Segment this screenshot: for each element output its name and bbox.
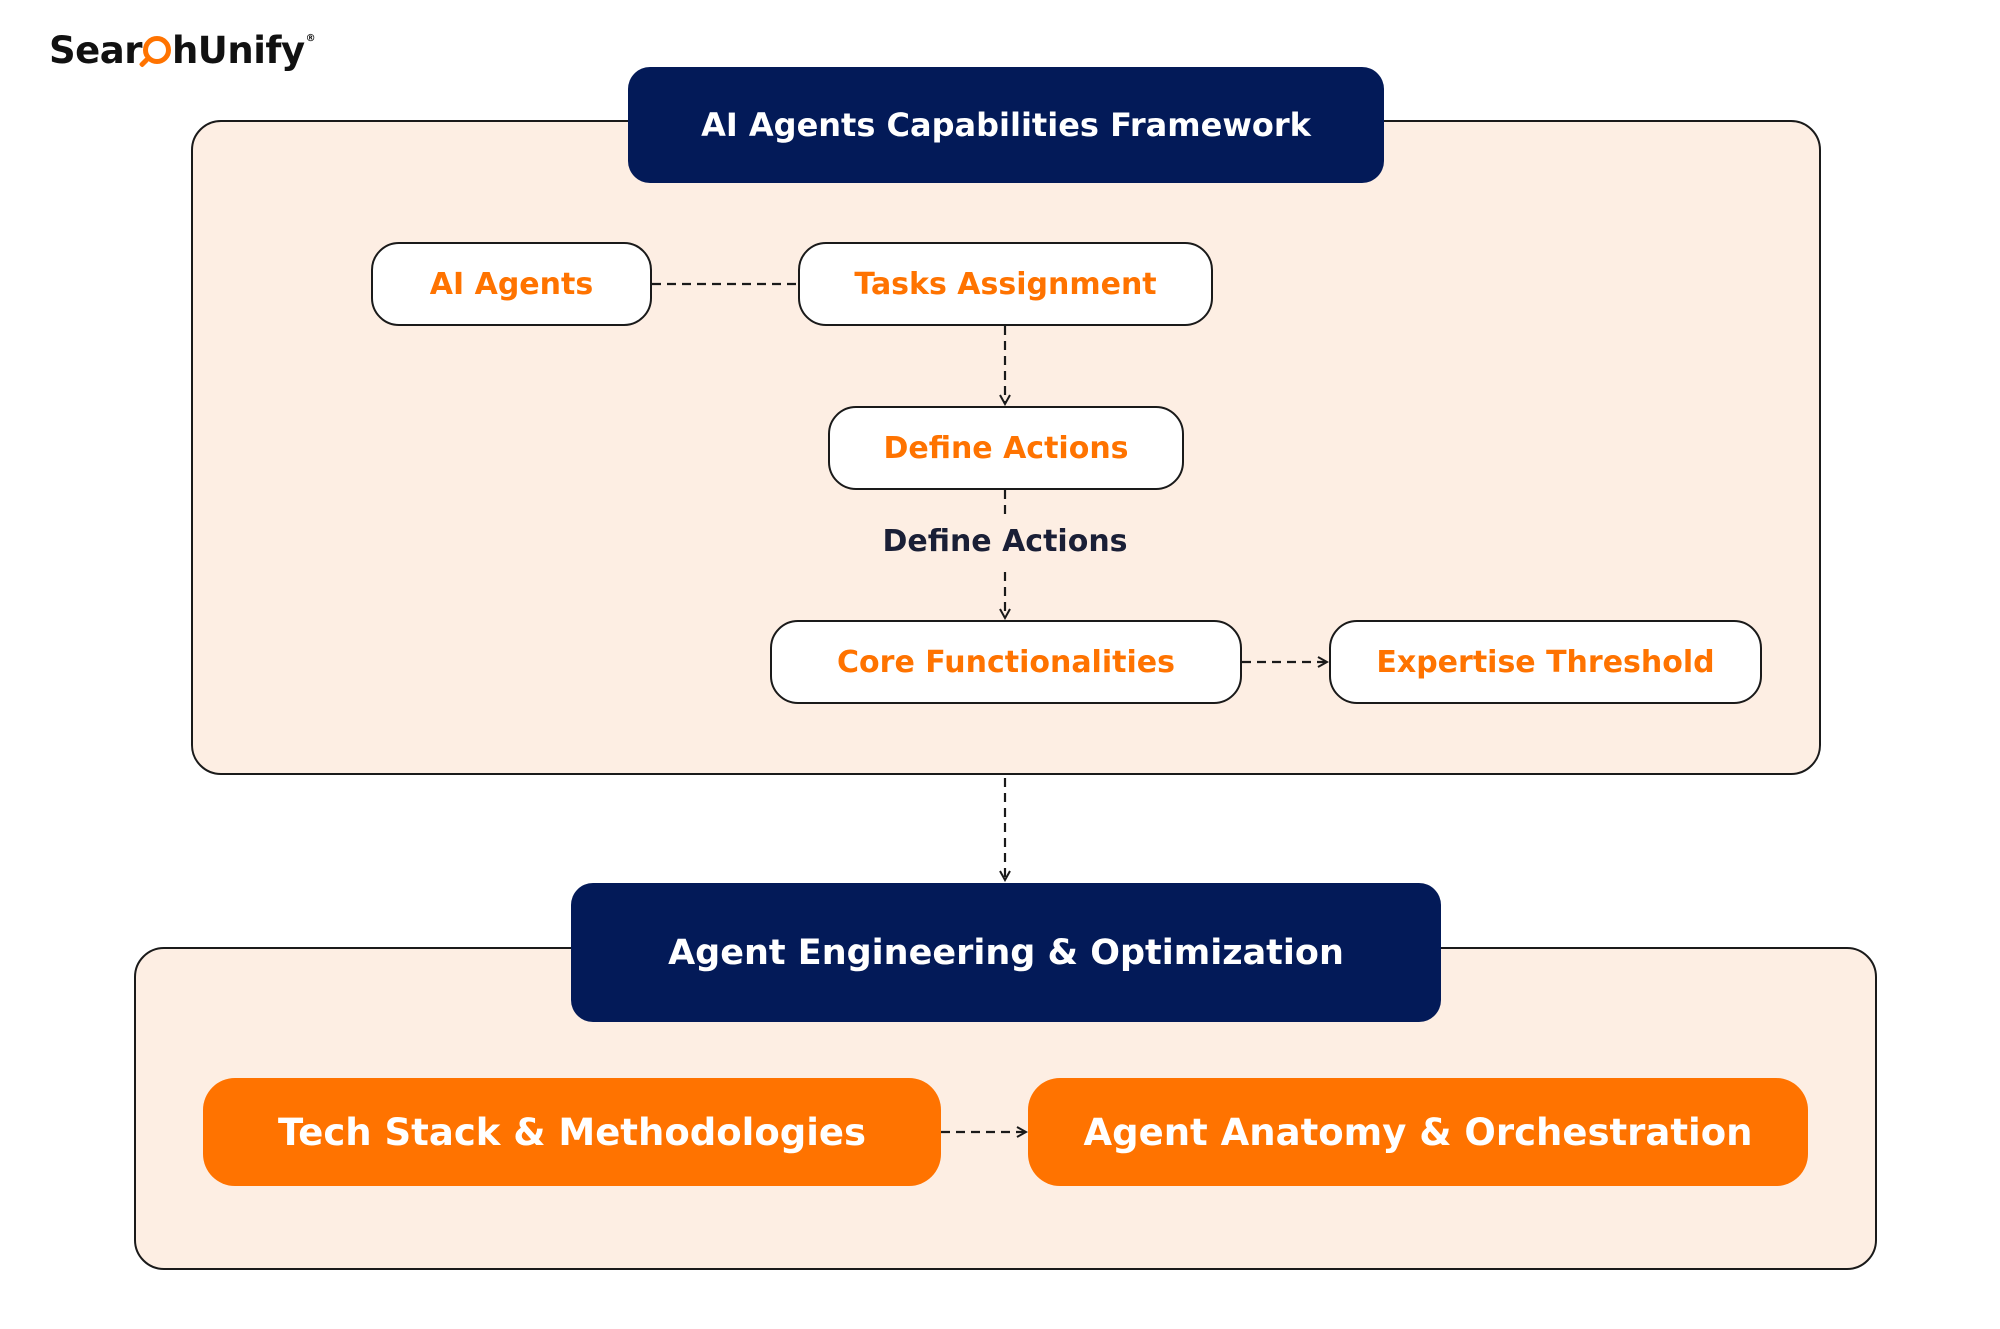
node-tasks-assignment: Tasks Assignment [798, 242, 1213, 326]
pill-agent-anatomy: Agent Anatomy & Orchestration [1028, 1078, 1808, 1186]
registered-mark: ® [305, 32, 316, 44]
engineering-title: Agent Engineering & Optimization [571, 883, 1441, 1022]
logo-text-before: Sear [49, 28, 142, 72]
node-expertise-threshold: Expertise Threshold [1329, 620, 1762, 704]
pill-tech-stack: Tech Stack & Methodologies [203, 1078, 941, 1186]
node-ai-agents: AI Agents [371, 242, 652, 326]
logo-text-after: hUnify [171, 28, 305, 72]
edge-label-define-actions: Define Actions [882, 524, 1128, 559]
framework-title: AI Agents Capabilities Framework [628, 67, 1384, 183]
node-define-actions: Define Actions [828, 406, 1184, 490]
brand-logo: Sear hUnify® [49, 25, 316, 75]
magnifier-icon [142, 36, 171, 64]
node-core-functionalities: Core Functionalities [770, 620, 1242, 704]
